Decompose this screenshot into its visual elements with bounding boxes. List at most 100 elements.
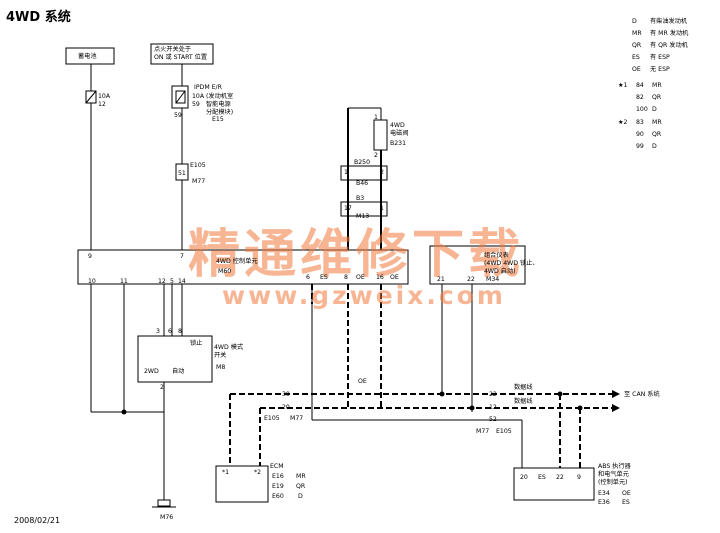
diagram-title: 4WD 系统 [6,10,71,25]
switch-lock: 锁止 [190,340,203,347]
legend-star1-num-1: 82 [636,94,644,101]
legend-tag-4: OE [632,66,641,73]
conn-m77: M77 [192,178,206,185]
abs-e34: E34 [598,490,610,497]
cu-tag-oe-2: OE [390,274,399,281]
abs-tag-es2: ES [622,499,630,506]
solenoid-pin2: 2 [374,152,378,159]
cu-pin6: 6 [306,274,310,281]
ipdm-amp: 10A [192,93,205,100]
cu-conn: M60 [218,268,232,275]
ecm-e16: E16 [272,473,284,480]
abs-label2: 和电气单元 [598,471,629,478]
ecm-star1: *1 [222,469,230,476]
abs-tag-oe: OE [622,490,631,497]
legend-star1-num-0: 84 [636,82,644,89]
meter-conn: M34 [486,276,500,283]
abs-pin20: 20 [520,474,528,481]
can-pin52: 52 [489,416,497,423]
meter-pin22: 22 [467,276,475,283]
ignition-line1: 点火开关处于 [154,46,192,53]
legend-star1-tag-1: QR [652,94,662,101]
cu-pin7: 7 [180,253,184,260]
conn-m13: M13 [356,213,370,220]
ignition-line2: ON 或 START 位置 [154,54,208,61]
legend-text-3: 有 ESP [650,54,670,61]
cu-pin10: 10 [88,278,96,285]
fuse-a-num: 12 [98,101,106,108]
solenoid-conn: B231 [390,140,407,147]
ecm-box [215,465,269,503]
watermark-main: 精通维修下载 [188,225,525,285]
abs-label1: ABS 执行器 [598,463,631,470]
control-unit-box [77,249,409,285]
legend-star2-tag-2: D [652,143,657,150]
conn-b46: B46 [356,180,369,187]
can-m77b: M77 [476,428,490,435]
legend-text-1: 有 MR 发动机 [650,30,689,37]
ecm-e60: E60 [272,493,284,500]
ecm-tag-mr: MR [296,473,306,480]
can-e105: E105 [264,415,280,422]
legend-tag-2: QR [632,42,642,49]
cu-pin11: 11 [120,278,128,285]
legend-star1-tag-2: D [652,106,657,113]
solenoid-label2: 电磁阀 [390,130,409,137]
fuse-a-amp: 10A [98,93,111,100]
can-data-line-1: 数据线 [514,384,533,391]
legend-star2-tag-1: QR [652,131,662,138]
cu-pin5: 5 [170,278,174,285]
cu-tag-oe-1: OE [356,274,365,281]
can-pin22: 22 [489,391,497,398]
legend-star2: ★2 [618,119,628,126]
solenoid-pin1: 1 [374,114,378,121]
switch-2wd: 2WD [144,368,159,375]
conn-b3: B3 [356,195,365,202]
conn-51: 51 [178,170,186,177]
cu-pin8: 8 [344,274,348,281]
abs-e36: E36 [598,499,610,506]
cu-pin9: 9 [88,253,92,260]
oe-tag: OE [358,378,367,385]
legend-star2-num-1: 90 [636,131,644,138]
legend-star1-num-2: 100 [636,106,648,113]
ipdm-line1: IPDM E/R [194,84,222,91]
to-can-system: 至 CAN 系统 [624,391,660,398]
abs-label3: (控制单元) [598,479,628,486]
legend-star1: ★1 [618,82,628,89]
conn-e105: E105 [190,162,206,169]
cu-pin12: 12 [158,278,166,285]
legend-star2-tag-0: MR [652,119,662,126]
switch-label1: 4WD 模式 [214,344,244,351]
mode-switch-box [137,335,213,383]
battery-box [65,47,115,65]
switch-conn: M8 [216,364,226,371]
abs-pin22: 22 [556,474,564,481]
ecm-star2: *2 [254,469,262,476]
can-pin20: 20 [282,404,290,411]
ipdm-line4: 分配模块) [206,109,234,116]
meter-label3: 4WD 启动) [484,268,516,275]
ipdm-num: 59 [192,101,200,108]
abs-box [513,467,595,501]
meter-label2: (4WD 4WD 锁止、 [484,260,539,267]
can-data-line-2: 数据线 [514,398,533,405]
legend-tag-1: MR [632,30,642,37]
legend-tag-0: D [632,18,637,25]
ipdm-conn: E15 [212,116,224,123]
legend-star1-tag-0: MR [652,82,662,89]
abs-tag-es: ES [538,474,546,481]
can-m77: M77 [290,415,304,422]
solenoid-label1: 4WD [390,122,405,129]
cu-label: 4WD 控制单元 [216,258,258,265]
legend-star2-num-2: 99 [636,143,644,150]
conn-1b: 1 [380,205,384,212]
ipdm-pin: 59 [174,112,182,119]
legend-text-4: 无 ESP [650,66,670,73]
can-pin30: 30 [282,391,290,398]
legend-text-0: 有柴油发动机 [650,18,688,25]
meter-label1: 组合仪表 [484,252,509,259]
conn-b250-pin1: 1 [344,169,348,176]
meter-pin21: 21 [437,276,445,283]
